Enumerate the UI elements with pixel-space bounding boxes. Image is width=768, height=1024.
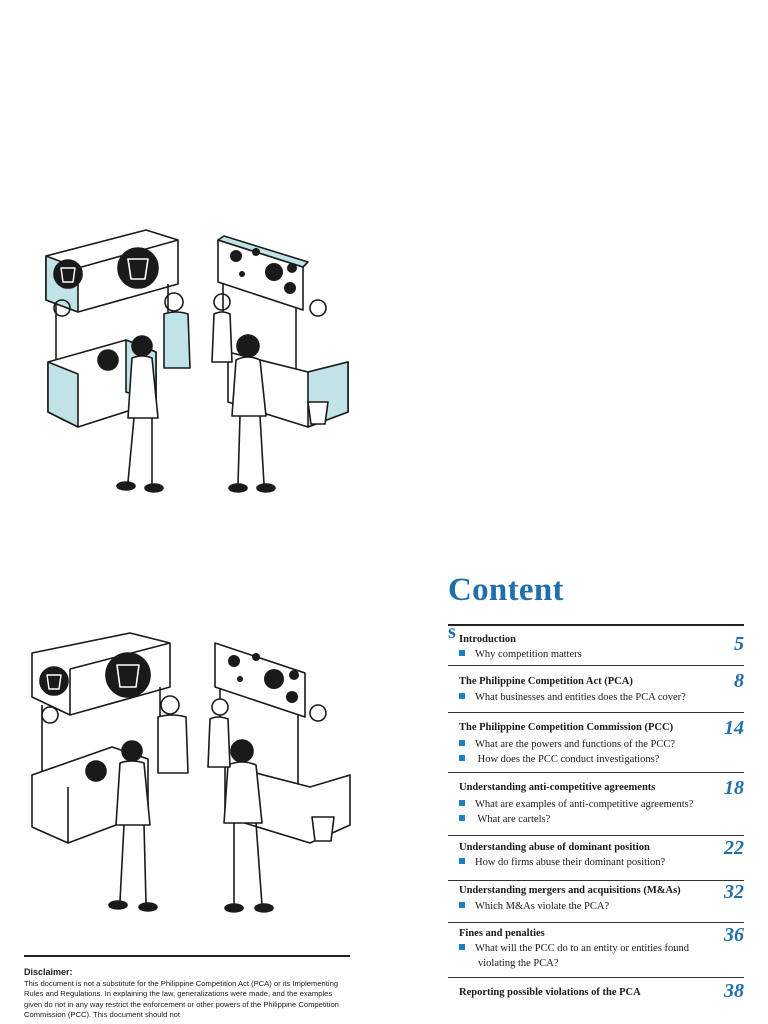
toc-item[interactable]: What are cartels? (459, 813, 550, 827)
bubble-tea-cup-icon (53, 259, 83, 289)
toc-title-overflow: s (448, 621, 456, 643)
toc-title: Content (448, 572, 564, 608)
bullet-square-icon (459, 944, 465, 950)
bullet-square-icon (459, 800, 465, 806)
toc-section-title: Understanding anti-competitive agreement… (459, 782, 656, 793)
toc-section-reporting[interactable]: Reporting possible violations of the PCA… (448, 978, 744, 1004)
polka-dot-stall-sign-icon (228, 653, 299, 703)
toc-page-number: 8 (734, 670, 744, 692)
toc-section-mergers[interactable]: Understanding mergers and acquisitions (… (448, 881, 744, 923)
bullet-square-icon (459, 815, 465, 821)
bullet-square-icon (459, 740, 465, 746)
bullet-square-icon (459, 902, 465, 908)
toc-section-dominant-position[interactable]: Understanding abuse of dominant position… (448, 836, 744, 881)
trash-bin-icon (311, 816, 335, 842)
toc-section-title: Understanding mergers and acquisitions (… (459, 885, 681, 896)
toc-top-rule (448, 624, 744, 626)
market-stalls-illustration-lineart (31, 632, 351, 913)
toc-item[interactable]: Which M&As violate the PCA? (459, 900, 609, 914)
toc-item[interactable]: How does the PCC conduct investigations? (459, 753, 659, 767)
bubble-tea-cup-icon (105, 652, 151, 698)
toc-item-continuation: violating the PCA? (478, 958, 559, 969)
toc-page-number: 5 (734, 633, 744, 655)
toc-section-title: Introduction (459, 634, 516, 645)
toc-section-title: The Philippine Competition Act (PCA) (459, 676, 633, 687)
bubble-tea-stall-icon (85, 760, 107, 782)
bubble-tea-stall-icon (97, 349, 119, 371)
disclaimer-body: This document is not a substitute for th… (24, 979, 339, 1020)
bubble-tea-cup-icon (39, 666, 69, 696)
toc-section-introduction[interactable]: Introduction 5 Why competition matters (448, 627, 744, 666)
bullet-square-icon (459, 693, 465, 699)
toc-item[interactable]: What businesses and entities does the PC… (459, 691, 686, 705)
toc-page-number: 22 (724, 837, 744, 859)
toc-section-pcc[interactable]: The Philippine Competition Commission (P… (448, 713, 744, 773)
bullet-square-icon (459, 650, 465, 656)
toc-section-title: Understanding abuse of dominant position (459, 842, 650, 853)
toc-item[interactable]: What will the PCC do to an entity or ent… (459, 942, 689, 956)
table-of-contents: Content s Introduction 5 Why competition… (448, 570, 744, 1002)
toc-section-title: The Philippine Competition Commission (P… (459, 722, 674, 733)
toc-section-anti-competitive[interactable]: Understanding anti-competitive agreement… (448, 773, 744, 836)
toc-page-number: 38 (724, 980, 744, 1002)
bubble-tea-cup-icon (117, 247, 159, 289)
trash-bin-icon (307, 401, 329, 425)
toc-item[interactable]: What are examples of anti-competitive ag… (459, 798, 693, 812)
toc-section-pca[interactable]: The Philippine Competition Act (PCA) 8 W… (448, 666, 744, 713)
toc-page-number: 14 (724, 717, 744, 739)
disclaimer: Disclaimer: This document is not a subst… (24, 955, 350, 1021)
toc-section-title: Reporting possible violations of the PCA (459, 987, 641, 998)
disclaimer-heading: Disclaimer: (24, 967, 73, 977)
bullet-square-icon (459, 858, 465, 864)
market-stalls-illustration-color (45, 229, 349, 493)
toc-section-title: Fines and penalties (459, 928, 545, 939)
toc-list: Introduction 5 Why competition matters T… (448, 627, 744, 1004)
bullet-square-icon (459, 755, 465, 761)
toc-page-number: 18 (724, 777, 744, 799)
toc-page-number: 36 (724, 924, 744, 946)
toc-page-number: 32 (724, 881, 744, 903)
toc-item[interactable]: Why competition matters (459, 648, 582, 662)
toc-item[interactable]: What are the powers and functions of the… (459, 738, 675, 752)
toc-section-fines[interactable]: Fines and penalties 36 What will the PCC… (448, 923, 744, 978)
polka-dot-stall-sign-icon (230, 248, 297, 294)
toc-item[interactable]: How do firms abuse their dominant positi… (459, 856, 665, 870)
